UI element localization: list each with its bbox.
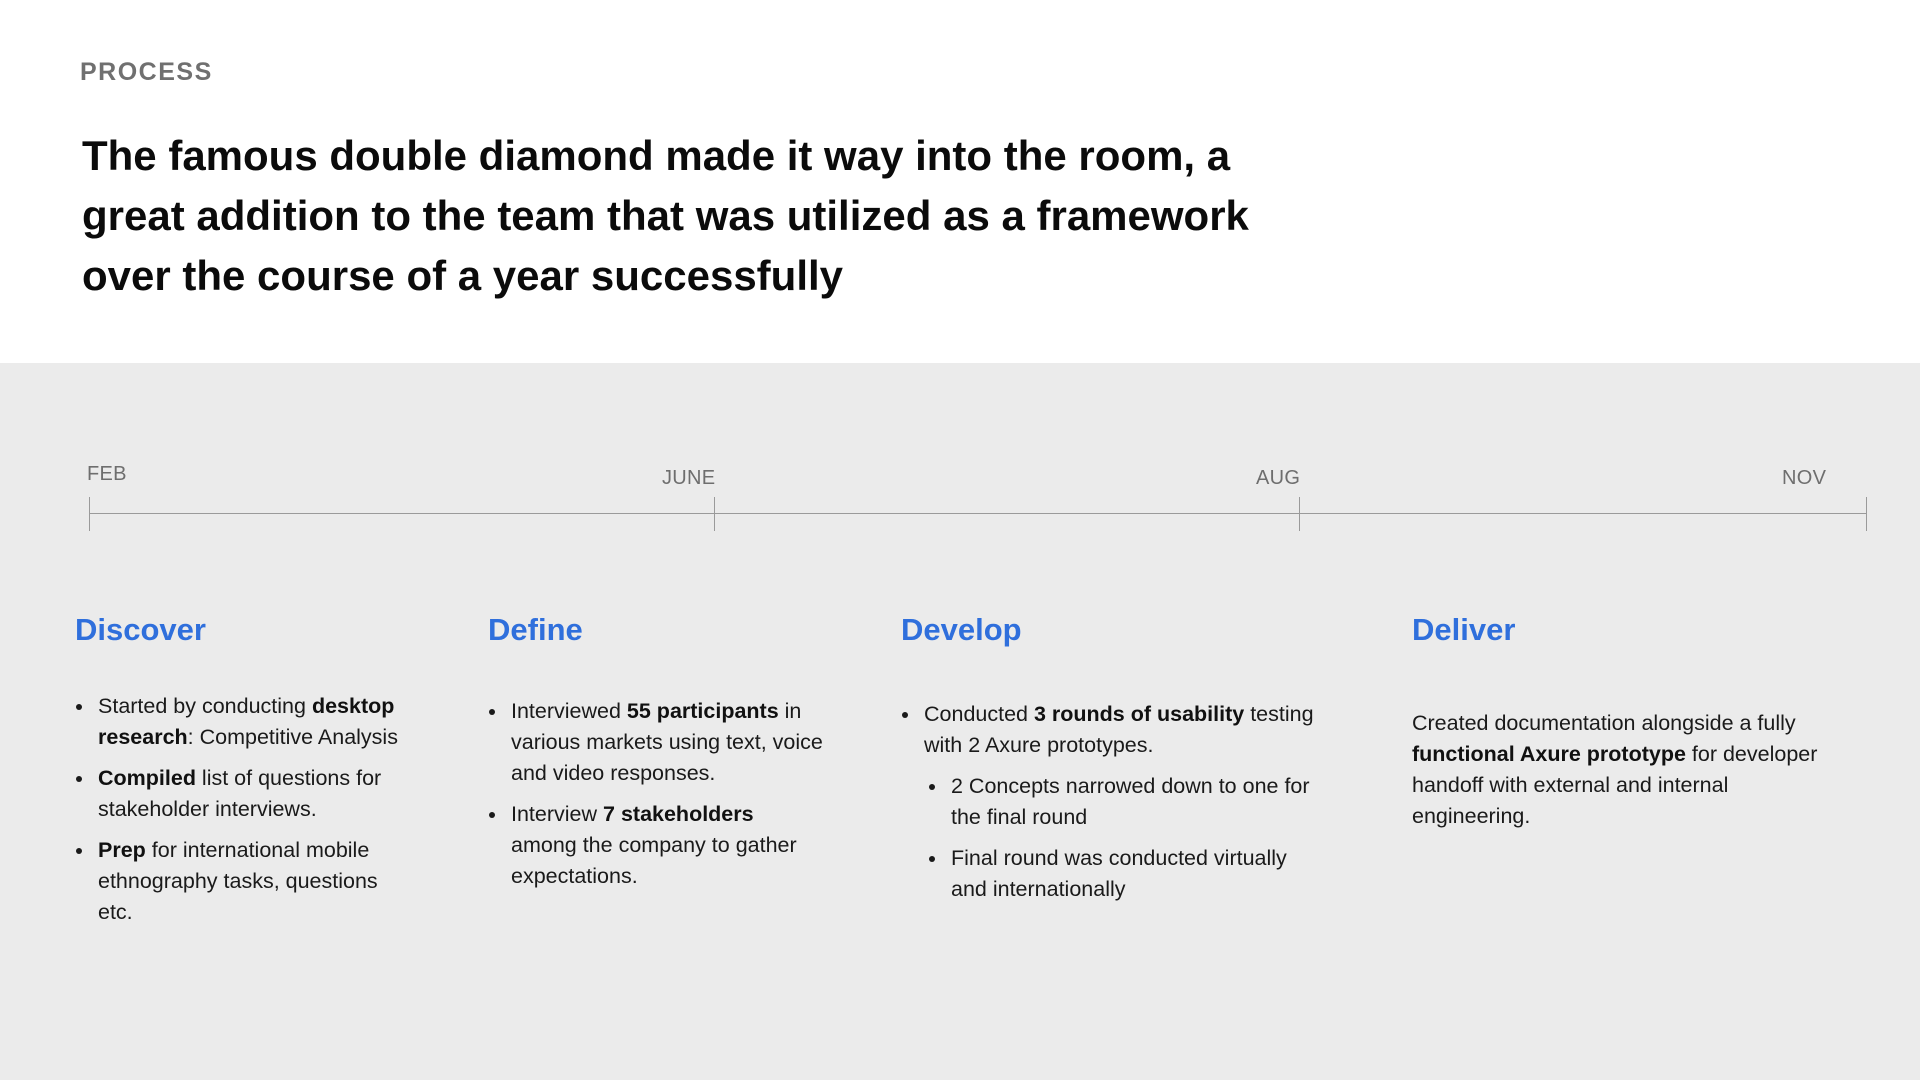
timeline: FEB JUNE AUG NOV — [0, 363, 1920, 563]
list-item: Interviewed 55 participants in various m… — [488, 696, 823, 789]
phase-list: Conducted 3 rounds of usability testing … — [901, 699, 1321, 905]
phase-discover: Discover Started by conducting desktop r… — [75, 610, 415, 938]
header-section: PROCESS The famous double diamond made i… — [0, 0, 1920, 363]
list-item: Interview 7 stakeholders among the compa… — [488, 799, 823, 892]
timeline-tick-nov — [1866, 497, 1867, 531]
timeline-tick-feb — [89, 497, 90, 531]
phase-title: Develop — [901, 612, 1022, 647]
phase-list: Interviewed 55 participants in various m… — [488, 696, 823, 892]
process-panel: FEB JUNE AUG NOV Discover Started by con… — [0, 363, 1920, 1080]
timeline-axis — [89, 513, 1867, 514]
timeline-tick-aug — [1299, 497, 1300, 531]
list-item: Compiled list of questions for stakehold… — [75, 763, 415, 825]
list-item: Conducted 3 rounds of usability testing … — [901, 699, 1321, 905]
phase-list: Started by conducting desktop research: … — [75, 691, 415, 928]
phase-title: Discover — [75, 612, 206, 647]
timeline-label-june: JUNE — [662, 467, 716, 489]
sub-list-item: Final round was conducted virtually and … — [924, 843, 1321, 905]
phase-title: Define — [488, 612, 583, 647]
sub-list: 2 Concepts narrowed down to one for the … — [924, 771, 1321, 905]
phase-deliver: Deliver Created documentation alongside … — [1412, 610, 1852, 832]
deliver-description: Created documentation alongside a fully … — [1412, 711, 1818, 828]
sub-list-item: 2 Concepts narrowed down to one for the … — [924, 771, 1321, 833]
page-headline: The famous double diamond made it way in… — [82, 132, 1249, 299]
phase-define: Define Interviewed 55 participants in va… — [488, 610, 823, 902]
list-item: Started by conducting desktop research: … — [75, 691, 415, 753]
phase-title: Deliver — [1412, 612, 1516, 647]
timeline-tick-june — [714, 497, 715, 531]
list-item: Prep for international mobile ethnograph… — [75, 835, 415, 928]
timeline-label-aug: AUG — [1256, 467, 1301, 489]
timeline-label-nov: NOV — [1782, 467, 1827, 489]
phase-develop: Develop Conducted 3 rounds of usability … — [901, 610, 1321, 915]
section-eyebrow: PROCESS — [80, 58, 213, 86]
timeline-label-feb: FEB — [87, 463, 127, 485]
